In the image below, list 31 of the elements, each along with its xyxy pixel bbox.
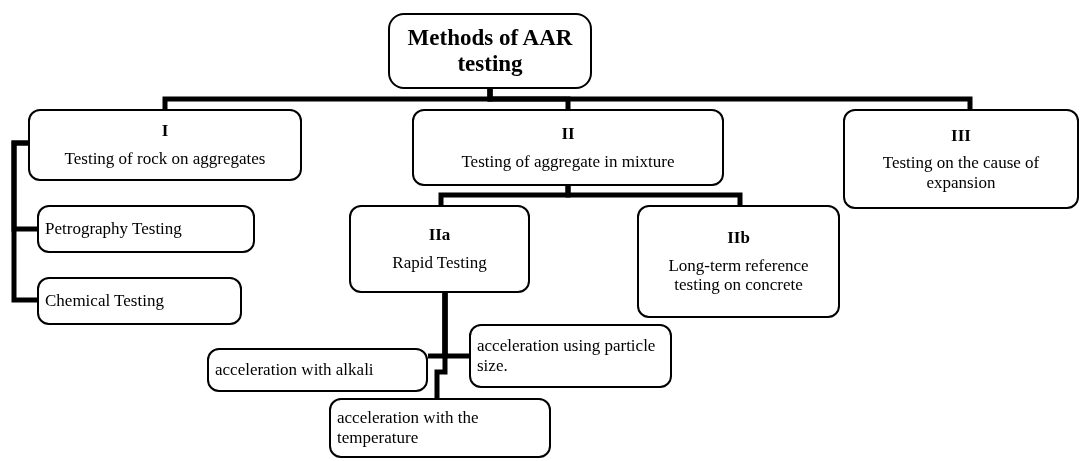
node-label: Methods of AAR testing <box>406 24 574 78</box>
title-box <box>388 13 592 89</box>
node-heading: III <box>951 125 971 146</box>
node-heading: IIb <box>727 228 750 248</box>
node-label: acceleration using particle size. <box>477 336 657 376</box>
connector-line <box>11 140 37 303</box>
node-label: Petrography Testing <box>45 219 182 239</box>
node-label: Rapid Testing <box>392 253 487 273</box>
method-box <box>207 348 428 392</box>
node-label: Testing of rock on aggregates <box>64 149 266 169</box>
node-label: Long-term reference testing on concrete <box>667 255 810 295</box>
node-label: Chemical Testing <box>45 291 164 311</box>
method-box <box>469 324 672 388</box>
node-label: acceleration with the temperature <box>337 408 480 448</box>
category-box <box>28 109 302 181</box>
node-label: acceleration with alkali <box>215 360 374 380</box>
connector-line <box>487 89 973 109</box>
node-label: Testing on the cause of expansion <box>881 153 1041 193</box>
subcategory-box <box>637 205 840 318</box>
method-box <box>37 205 255 253</box>
node-heading: IIa <box>428 225 451 245</box>
method-box <box>37 277 242 325</box>
connector-line <box>434 293 448 398</box>
category-box <box>843 109 1079 209</box>
subcategory-box <box>349 205 530 293</box>
node-label: Testing of aggregate in mixture <box>461 151 675 172</box>
method-box <box>329 398 551 458</box>
node-heading: I <box>161 121 169 141</box>
node-heading: II <box>561 123 575 144</box>
connector-line <box>565 186 743 205</box>
category-box <box>412 109 724 186</box>
